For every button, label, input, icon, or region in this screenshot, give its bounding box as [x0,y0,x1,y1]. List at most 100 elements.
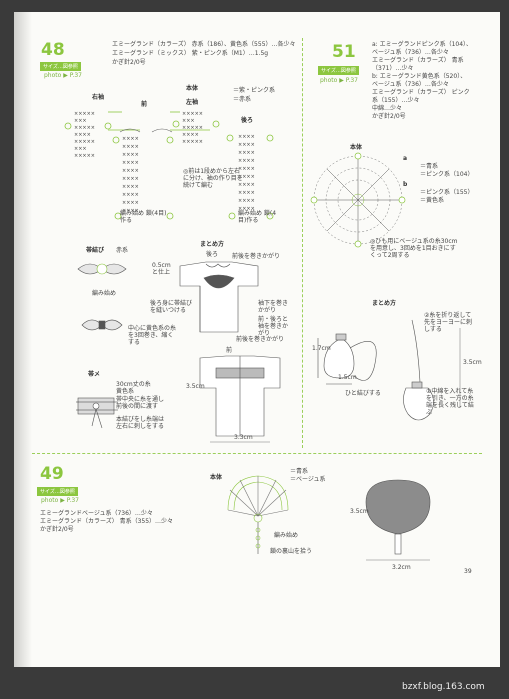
chart-back: ×××× ×××× ×××× ×××× ×××× ×××× ×××× ×××× … [238,134,255,212]
matome-48-n1: 前後を巻きかがり [232,253,281,260]
material-48-1: エミーグランド（カラーズ） 赤系（186）、黄色系（555）…各少々 [112,41,296,48]
svg-text:×××××: ××××× [182,139,203,145]
dim-51-1: 1.7cm [312,345,331,352]
svg-text:×××××: ××××× [74,139,95,145]
pattern-number-48: 48 [41,40,65,60]
matome-48-n3: 後ろ身に帯結びを縫いつける [150,300,193,314]
uchiwa-shape-49 [365,479,431,561]
label-mae: 前 [141,101,148,108]
note-center-wrap: 中心に黄色系の糸を3回巻き、縮くする [128,325,177,346]
svg-text:××××: ×××× [238,198,255,204]
mat-51-1b: ベージュ系（736）…各少々 [372,49,449,56]
label-obijime-color: 赤系 [116,247,129,254]
hito-musubi: ひと結びする [345,390,381,397]
note-48-2: 編み始め 鎖(4目)作る [120,210,167,224]
svg-text:××××: ×××× [122,192,139,198]
label-ushiro: 後ろ [241,117,254,124]
label-obiage: 帯メ [88,371,101,378]
mat-51-5: 中綿…少々 [372,105,403,112]
book-page [14,12,500,667]
material-48-2: エミーグランド（ミックス） 紫・ピンク系（M1）…1.5g [112,50,269,57]
dim-49-1: 3.5cm [350,508,369,515]
legend-51-a: a [403,155,408,162]
label-obijime: 帯結び [86,247,105,254]
svg-text:××××: ×××× [122,200,139,206]
kimono-back-diagram [179,261,259,333]
uchiwa-chart-49 [227,475,289,554]
mat-51-3: b: エミーグランド黄色系（520）、 [372,73,467,80]
legend-51-a1: ＝青系 [420,163,439,170]
note-49-2: 鎖の裏山を拾う [270,548,313,555]
matome-48-ushiro: 後ろ [206,251,219,258]
legend-48-1: ＝紫・ピンク系 [233,87,276,94]
mat-51-6: かぎ針2/0号 [372,113,406,120]
svg-text:××××: ×××× [182,132,199,138]
matome-48-n6: 前後を巻きかがり [236,336,285,343]
chart-migisode: ××××× ××× ××××× ×××× ××××× ××× ××××× [74,111,95,159]
hook-48: かぎ針2/0号 [112,59,146,66]
mat-49-1: エミーグランドベージュ系（736）…少々 [40,510,153,517]
svg-text:×××: ××× [182,118,195,124]
page-gutter [14,12,32,667]
section-separator [32,453,482,454]
size-tag-49: サイズ…図参照 [37,487,78,496]
svg-text:××××: ×××× [74,132,91,138]
mat-49-3: かぎ針2/0号 [40,526,74,533]
svg-text:××××: ×××× [122,144,139,150]
watermark: bzxf.blog.163.com [402,682,485,692]
svg-text:××××: ×××× [122,152,139,158]
note-51: ◎ひも用にベージュ系の糸30cmを用意し、3回めを1目おきにすくって2周する [370,238,458,259]
svg-text:××××: ×××× [238,134,255,140]
svg-text:××××: ×××× [122,160,139,166]
label-migisode: 右袖 [92,94,105,101]
yoyo-chart-51 [310,152,406,248]
legend-48-2: ＝赤系 [233,96,252,103]
label-hontai-48: 本体 [186,85,199,92]
svg-text:×××××: ××××× [182,125,203,131]
svg-text:××××: ×××× [238,174,255,180]
column-separator [302,38,303,448]
page-number: 39 [464,568,472,575]
legend-51-b: b [403,181,408,188]
matome-48-mae: 前 [226,347,233,354]
kimono-front-diagram [199,355,281,443]
dim-51-2: 1.5cm [338,374,357,381]
obiage-diagram [76,397,118,429]
photo-ref-49: photo ▶ P.37 [41,497,79,504]
photo-ref-48: photo ▶ P.37 [44,72,82,79]
photo-ref-51: photo ▶ P.37 [320,77,358,84]
svg-text:××××: ×××× [238,158,255,164]
matome-51-1: ②糸を折り返して先をヨーヨーに刺しする [424,312,473,333]
mat-51-3b: ベージュ系（736）…各少々 [372,81,449,88]
note-48-3: 編み始め 鎖(4目)作る [238,210,277,224]
svg-text:××××: ×××× [122,168,139,174]
svg-text:××××: ×××× [238,166,255,172]
label-hontai-49: 本体 [210,474,223,481]
dim-51-3: 3.5cm [463,359,482,366]
size-tag-51: サイズ…図参照 [318,66,359,75]
pattern-number-49: 49 [40,464,64,484]
svg-text:××××: ×××× [238,150,255,156]
svg-text:×××××: ××××× [74,125,95,131]
crochet-chart-48: ××××× ××× ××××× ×××× ××××× ××× ××××× ×××… [64,111,274,220]
dim-48-1: 3.5cm [186,383,205,390]
svg-text:×××××: ××××× [182,111,203,117]
svg-text:××××: ×××× [238,206,255,212]
obiage-note-2: 本結びをし糸端は左右に刺しをする [116,416,165,430]
svg-text:××××: ×××× [122,136,139,142]
obiage-c2: 黄色系 [116,388,135,395]
label-hidarisode: 左袖 [186,99,199,106]
note-49-1: 編み始め [274,532,299,539]
svg-text:××××: ×××× [238,142,255,148]
svg-text:×××××: ××××× [74,153,95,159]
chart-hidarisode: ××××× ××× ××××× ×××× ××××× [182,111,203,145]
svg-text:××××: ×××× [238,190,255,196]
legend-49-1: ＝青系 [290,468,309,475]
svg-text:××××: ×××× [122,176,139,182]
mat-51-4: エミーグランド（カラーズ） ピンク [372,89,470,96]
legend-51-a2: ＝ピンク系（104） [420,171,474,178]
matome-48-n2: 0.5cmと仕上 [152,262,171,276]
svg-text:×××: ××× [74,146,87,152]
label-hontai-51: 本体 [350,144,363,151]
